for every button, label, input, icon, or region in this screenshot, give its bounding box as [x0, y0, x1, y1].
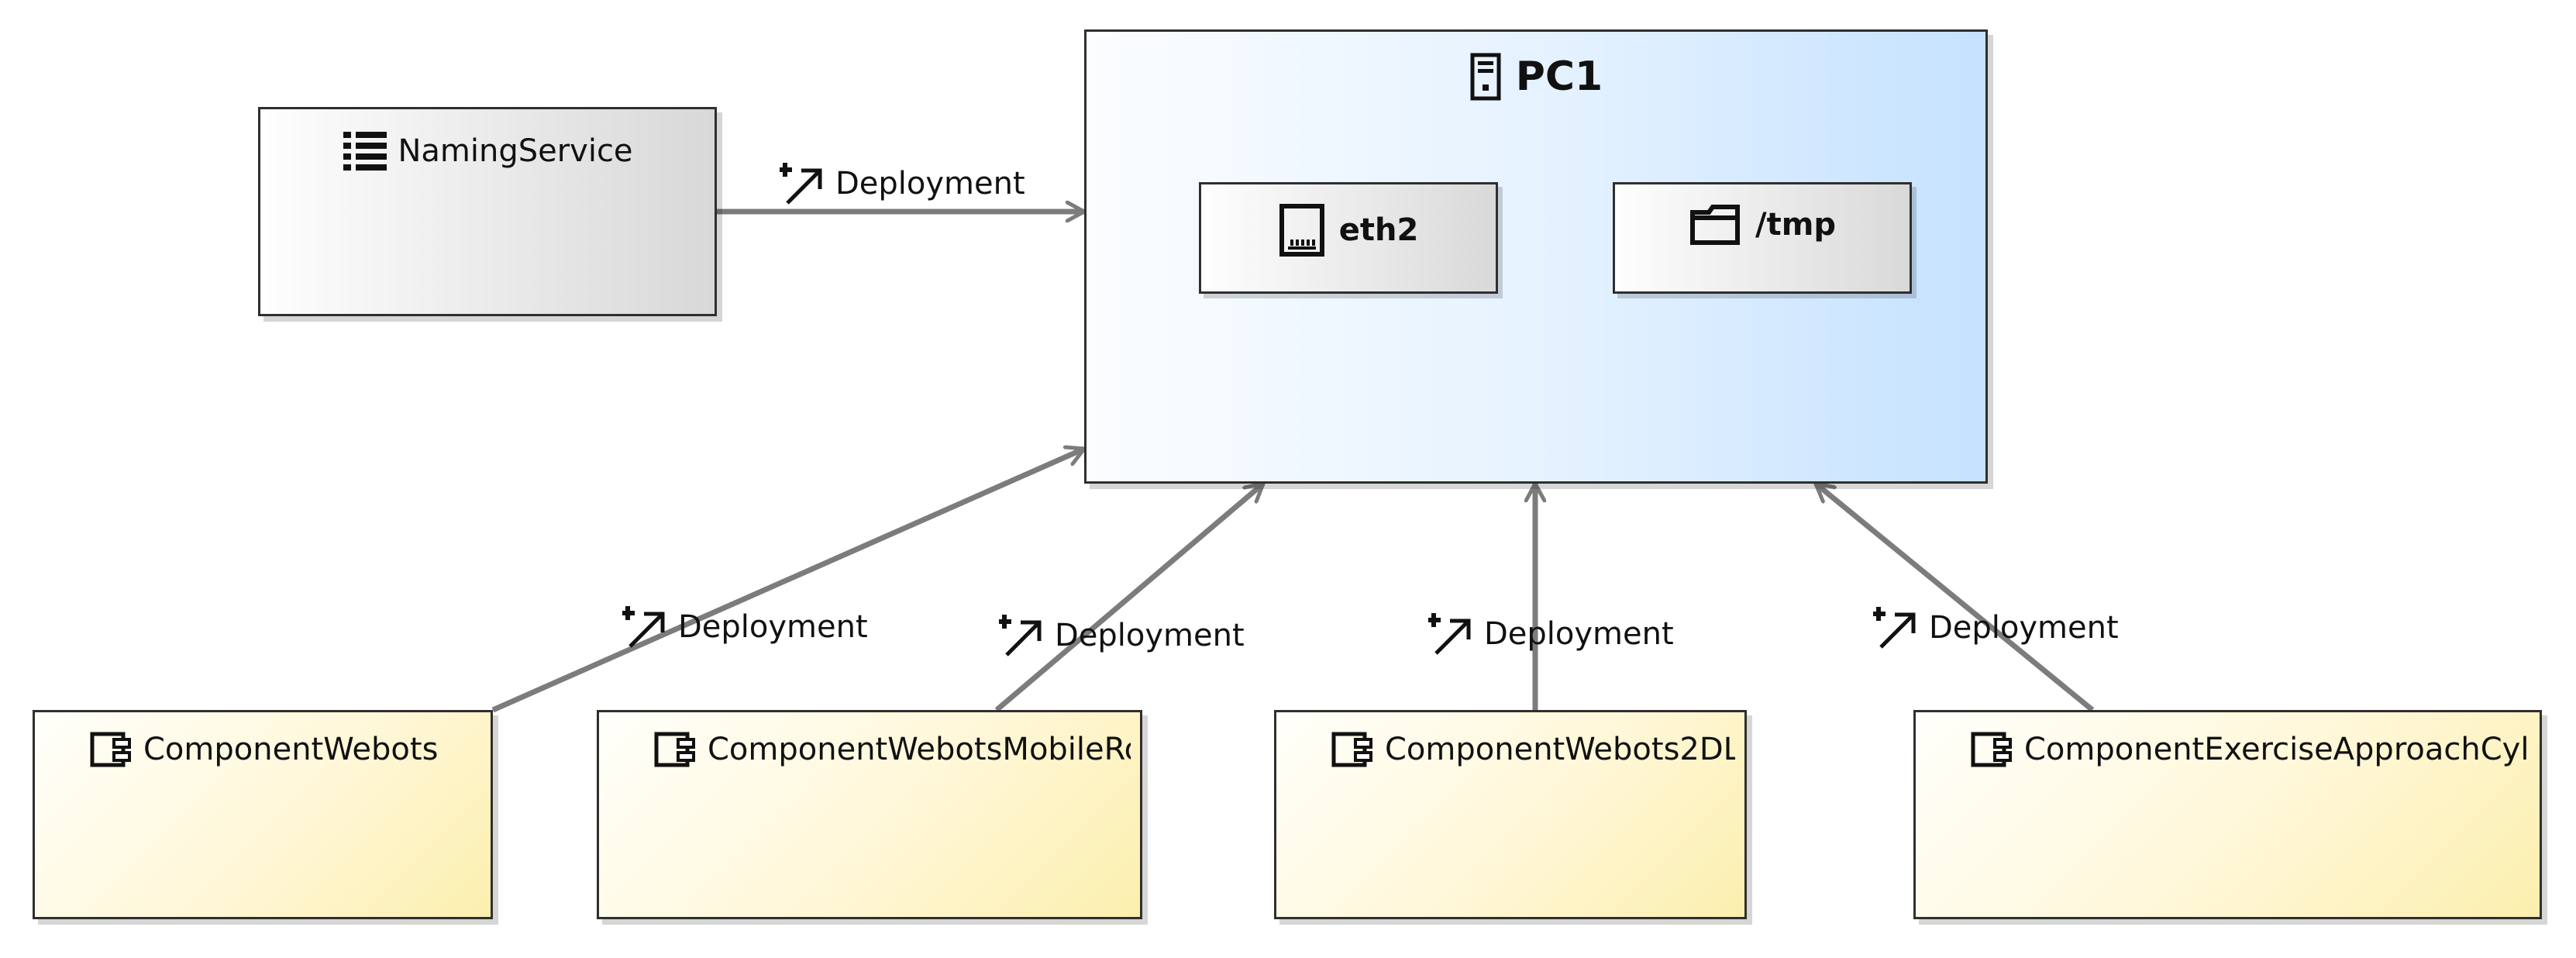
eth2-label: eth2 — [1338, 212, 1419, 248]
componentwebots2dlidar-title: ComponentWebots2DLidar — [1276, 731, 1744, 768]
pc1-title: PC1 — [1087, 52, 1985, 102]
deployment-label-componentexerciseapproachcylinder: Deployment — [1873, 604, 2119, 652]
componentwebots-node[interactable]: ComponentWebots — [33, 710, 493, 919]
pc1-node[interactable]: PC1 eth2 — [1084, 29, 1988, 484]
deployment-arrow-icon — [999, 615, 1042, 656]
namingservice-title: NamingService — [260, 129, 715, 174]
pc1-label: PC1 — [1515, 53, 1603, 100]
deployment-label-namingservice: Deployment — [780, 160, 1025, 208]
componentwebotsmobilerobot-node[interactable]: ComponentWebotsMobileRobot — [597, 710, 1142, 919]
componentwebotsmobilerobot-title: ComponentWebotsMobileRobot — [599, 731, 1140, 768]
component-icon — [654, 732, 695, 767]
componentexerciseapproachcylinder-title: ComponentExerciseApproachCylinder — [1916, 731, 2540, 768]
eth2-node[interactable]: eth2 — [1199, 182, 1498, 294]
componentexerciseapproachcylinder-label: ComponentExerciseApproachCylinder — [2024, 732, 2530, 767]
network-port-icon — [1279, 204, 1324, 257]
component-icon — [1971, 732, 2012, 767]
deployment-arrow-icon — [780, 163, 822, 205]
deployment-arrow-icon — [1428, 613, 1471, 655]
deployment-label-text: Deployment — [1484, 616, 1674, 652]
tmp-title: /tmp — [1615, 203, 1910, 246]
deployment-arrow-icon — [622, 606, 665, 648]
componentwebots-title: ComponentWebots — [35, 731, 491, 768]
deployment-edge-componentexerciseapproachcylinder-pc1[interactable] — [1816, 481, 2095, 712]
tmp-node[interactable]: /tmp — [1613, 182, 1912, 294]
deployment-label-text: Deployment — [835, 166, 1025, 202]
folder-icon — [1689, 205, 1740, 245]
component-icon — [1331, 732, 1372, 767]
componentwebots2dlidar-node[interactable]: ComponentWebots2DLidar — [1274, 710, 1747, 919]
deployment-label-componentwebotsmobilerobot: Deployment — [999, 612, 1245, 660]
componentwebots-label: ComponentWebots — [143, 732, 439, 767]
deployment-label-text: Deployment — [678, 609, 868, 645]
deployment-arrow-icon — [1873, 607, 1916, 649]
deployment-label-text: Deployment — [1929, 610, 2119, 646]
componentexerciseapproachcylinder-node[interactable]: ComponentExerciseApproachCylinder — [1913, 710, 2542, 919]
server-icon — [1470, 53, 1501, 101]
deployment-edge-componentwebots-pc1[interactable] — [491, 449, 1084, 713]
namingservice-label: NamingService — [398, 133, 633, 169]
deployment-label-text: Deployment — [1055, 618, 1245, 653]
componentwebots2dlidar-label: ComponentWebots2DLidar — [1385, 732, 1735, 767]
tmp-label: /tmp — [1755, 207, 1837, 243]
deployment-label-componentwebots2dlidar: Deployment — [1428, 610, 1674, 658]
deployment-edge-componentwebotsmobilerobot-pc1[interactable] — [994, 481, 1263, 712]
namingservice-node[interactable]: NamingService — [258, 107, 717, 316]
deployment-label-componentwebots: Deployment — [622, 603, 868, 651]
component-icon — [90, 732, 131, 767]
componentwebotsmobilerobot-label: ComponentWebotsMobileRobot — [708, 732, 1131, 767]
list-icon — [343, 132, 387, 171]
eth2-title: eth2 — [1201, 203, 1496, 257]
